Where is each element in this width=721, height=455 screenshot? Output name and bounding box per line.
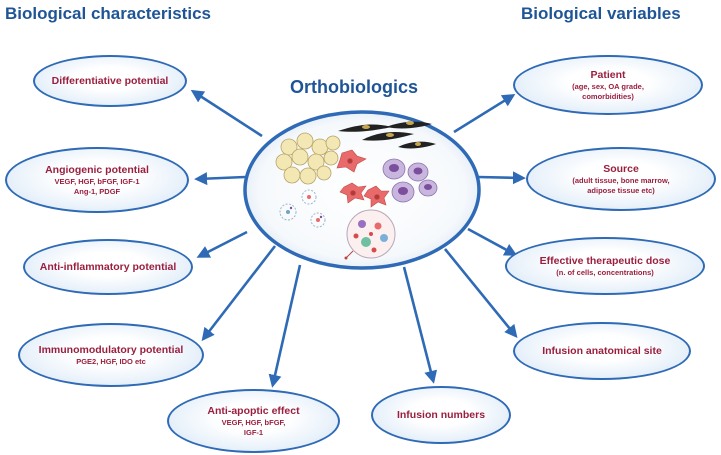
spindle-cells-icon: [338, 121, 436, 149]
source-details-line-2: adipose tissue etc): [587, 185, 655, 195]
effective-therapeutic-dose-node: Effective therapeutic dose (n. of cells,…: [505, 237, 705, 295]
arrow-to-patient: [453, 93, 516, 134]
patient-details-line-1: (age, sex, OA grade,: [572, 82, 644, 92]
arrow-to-immunomodulatory: [201, 245, 277, 342]
differentiative-potential-node: Differentiative potential: [33, 55, 187, 107]
source-node: Source (adult tissue, bone marrow, adipo…: [526, 147, 716, 211]
infusion-numbers-title: Infusion numbers: [396, 408, 486, 421]
bone-marrow-aspirate-icon: [344, 209, 396, 260]
infusion-anatomical-site-title: Infusion anatomical site: [542, 344, 662, 357]
immunomodulatory-potential-node: Immunomodulatory potential PGE2, HGF, ID…: [18, 323, 204, 387]
anti-inflammatory-potential-title: Anti-inflammatory potential: [39, 260, 177, 273]
angiogenic-potential-node: Angiogenic potential VEGF, HGF, bFGF, IG…: [5, 147, 189, 213]
effective-therapeutic-dose-details: (n. of cells, concentrations): [556, 268, 654, 278]
fibroblast-cells-icon: [336, 149, 390, 208]
arrow-to-dose: [467, 227, 518, 256]
biological-variables-header: Biological variables: [521, 4, 681, 23]
angiogenic-factors-line-2: Ang-1, PDGF: [73, 186, 121, 196]
anti-apoptic-factors-line-1: VEGF, HGF, bFGF,: [221, 418, 286, 428]
arrow-to-angiogenic: [194, 172, 246, 186]
platelet-particles-icon: [279, 189, 326, 228]
effective-therapeutic-dose-title: Effective therapeutic dose: [539, 254, 671, 267]
anti-apoptic-effect-title: Anti-apoptic effect: [207, 404, 300, 417]
differentiative-potential-title: Differentiative potential: [51, 74, 169, 87]
anti-apoptic-effect-node: Anti-apoptic effect VEGF, HGF, bFGF, IGF…: [167, 389, 340, 453]
immunomodulatory-factors: PGE2, HGF, IDO etc: [76, 357, 146, 367]
biological-characteristics-header: Biological characteristics: [5, 4, 211, 23]
source-details-line-1: (adult tissue, bone marrow,: [572, 176, 670, 186]
arrow-to-anti-inflammatory: [196, 230, 248, 258]
arrow-to-infusion-numbers: [402, 266, 438, 384]
immunomodulatory-potential-title: Immunomodulatory potential: [38, 343, 184, 356]
orthobiologics-title: Orthobiologics: [290, 77, 418, 97]
source-title: Source: [603, 162, 639, 175]
patient-details-line-2: comorbidities): [582, 91, 634, 101]
adipocyte-cluster-icon: [275, 132, 341, 185]
arrow-to-source: [477, 171, 526, 185]
angiogenic-potential-title: Angiogenic potential: [45, 163, 149, 176]
anti-inflammatory-potential-node: Anti-inflammatory potential: [23, 239, 193, 295]
infusion-numbers-node: Infusion numbers: [371, 386, 511, 444]
arrow-to-anti-apoptic: [268, 264, 302, 388]
patient-title: Patient: [590, 68, 626, 81]
arrow-to-differentiative: [190, 89, 263, 138]
angiogenic-factors-line-1: VEGF, HGF, bFGF, IGF-1: [54, 177, 140, 187]
stem-cells-icon: [382, 158, 438, 203]
patient-node: Patient (age, sex, OA grade, comorbiditi…: [513, 55, 703, 115]
infusion-anatomical-site-node: Infusion anatomical site: [513, 322, 691, 380]
arrow-to-site: [443, 248, 518, 339]
arrows: [190, 89, 526, 388]
anti-apoptic-factors-line-2: IGF-1: [243, 427, 264, 437]
